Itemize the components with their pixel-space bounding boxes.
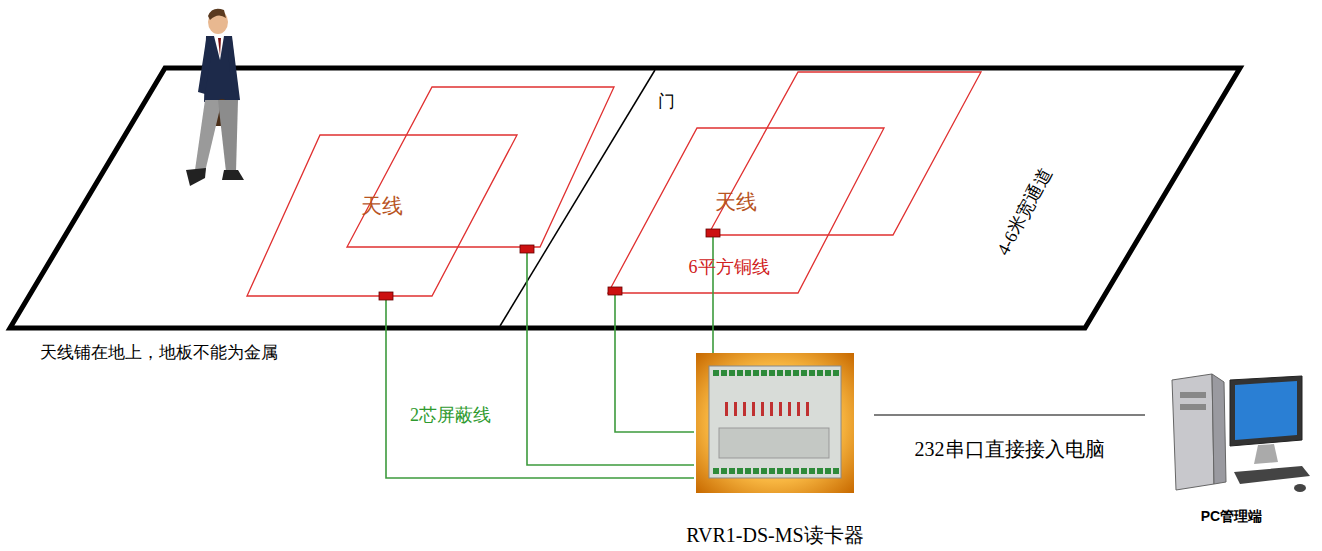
install-note: 天线铺在地上，地板不能为金属 (40, 343, 278, 363)
walking-person (186, 9, 244, 186)
floor-outline (10, 68, 1240, 328)
pc-caption: PC管理端 (1145, 508, 1318, 526)
cable-label: 2芯屏蔽线 (410, 405, 491, 427)
antenna-label: 天线 (361, 193, 403, 218)
link-label: 232串口直接接入电脑 (915, 437, 1105, 461)
shielded-wires (386, 233, 713, 478)
pc-icon (1152, 372, 1312, 500)
antenna-label: 天线 (715, 189, 757, 214)
pc-terminal: PC管理端 (1145, 372, 1318, 526)
antenna-loops (247, 72, 981, 296)
wire-spec-label: 6平方铜线 (689, 257, 770, 279)
antenna-terminals (379, 229, 720, 300)
serial-link (874, 414, 1145, 415)
card-reader: RVR1-DS-MS读卡器 (676, 352, 874, 549)
door-label: 门 (658, 92, 675, 112)
reader-device-image (695, 352, 855, 494)
door-line (500, 70, 655, 326)
device-caption: RVR1-DS-MS读卡器 (676, 522, 874, 549)
aisle-width-label: 4-6米宽通道 (993, 165, 1057, 260)
